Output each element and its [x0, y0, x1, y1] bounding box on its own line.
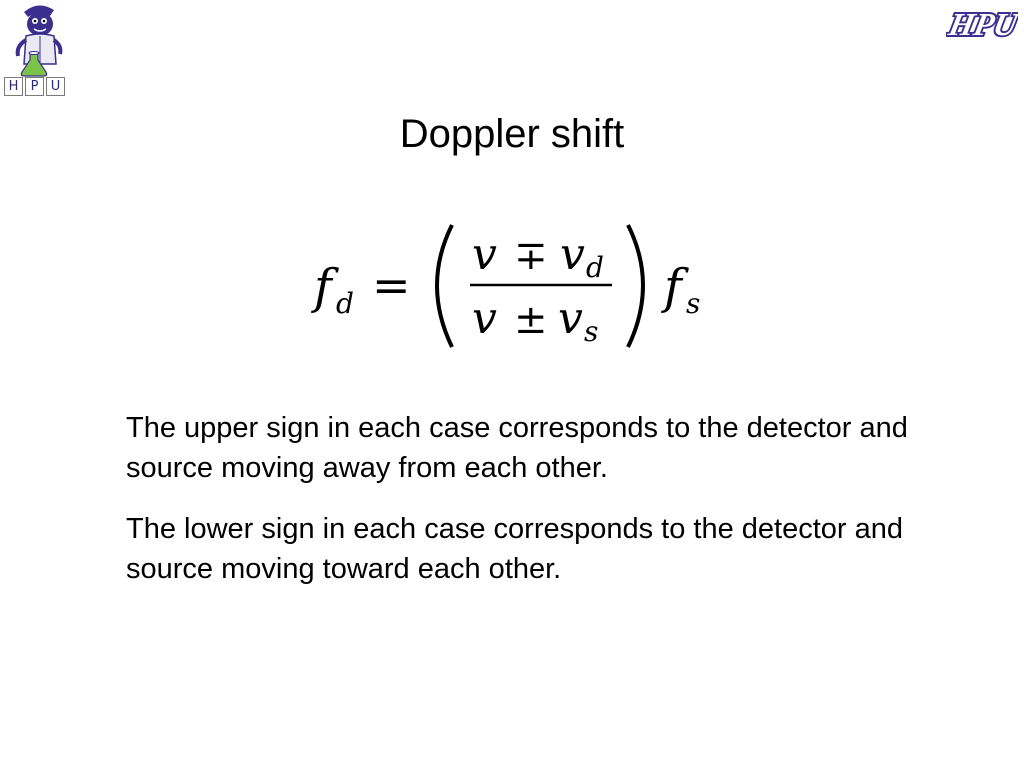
tile-h: H — [4, 77, 23, 96]
formula-left-paren — [435, 224, 454, 348]
mascot-tiles: H P U — [4, 77, 65, 96]
formula-den-v: v — [472, 293, 497, 344]
formula-num-sub: d — [586, 251, 604, 284]
mascot-logo — [4, 2, 72, 100]
formula-rhs-sub: s — [686, 287, 700, 320]
formula-den-v2: v — [558, 293, 583, 344]
formula-equals: = — [372, 258, 411, 312]
paragraph-lower-sign: The lower sign in each case corresponds … — [126, 513, 904, 585]
doppler-formula: f d = v ∓ v d v ± v s f s — [311, 224, 700, 348]
mascot-icon — [15, 5, 63, 77]
formula-lhs-f: f — [311, 259, 339, 315]
formula-lhs-sub: d — [336, 287, 354, 320]
formula-den-op: ± — [514, 297, 548, 343]
formula-den-sub: s — [584, 315, 598, 348]
formula-rhs-f: f — [661, 259, 689, 315]
formula-right-paren — [626, 224, 645, 348]
formula-num-v: v — [472, 229, 497, 280]
formula-num-v2: v — [560, 229, 585, 280]
hpu-logo: HPU — [943, 2, 1024, 48]
hpu-logo-text: HPU — [946, 6, 1018, 42]
body-text: The upper sign in each case corresponds … — [126, 408, 946, 610]
tile-u: U — [46, 77, 65, 96]
tile-p: P — [25, 77, 44, 96]
slide-title: Doppler shift — [399, 112, 625, 156]
hpu-logo-icon: HPU — [943, 4, 1024, 44]
paragraph-upper-sign: The upper sign in each case corresponds … — [126, 412, 908, 484]
formula-num-op: ∓ — [514, 233, 548, 279]
